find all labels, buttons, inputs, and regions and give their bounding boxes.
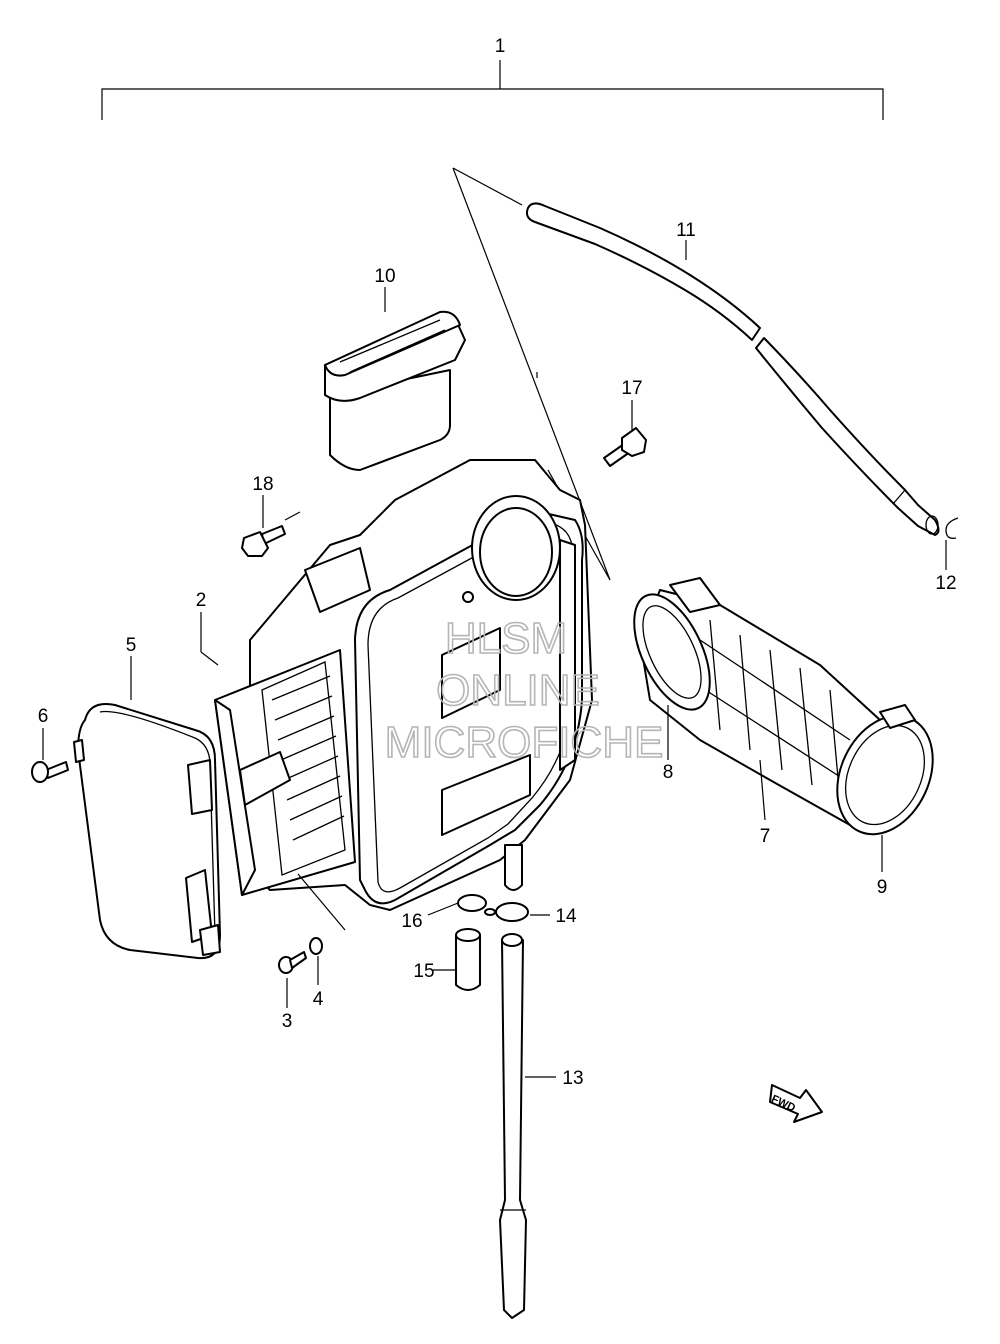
callout-8: 8 bbox=[663, 762, 674, 783]
callout-2: 2 bbox=[196, 590, 207, 611]
callout-12: 12 bbox=[935, 573, 956, 594]
screw-3 bbox=[278, 951, 307, 974]
air-cleaner-box bbox=[214, 459, 593, 911]
callout-18: 18 bbox=[252, 474, 273, 495]
air-cleaner-cover bbox=[77, 703, 221, 960]
watermark-line2: ONLINE bbox=[436, 666, 600, 715]
intake-funnel bbox=[324, 310, 466, 471]
callout-5: 5 bbox=[126, 635, 137, 656]
callout-6: 6 bbox=[38, 706, 49, 727]
intake-boot bbox=[633, 577, 891, 826]
callout-leaders bbox=[42, 240, 947, 1078]
watermark: HLSM ONLINE MICROFICHE bbox=[384, 613, 664, 768]
callout-3: 3 bbox=[282, 1011, 293, 1032]
callout-13: 13 bbox=[562, 1068, 583, 1089]
callout-labels: 1 2 3 4 5 6 7 8 9 10 11 12 13 14 15 16 1… bbox=[38, 36, 957, 1089]
o-ring-14 bbox=[495, 902, 529, 922]
callout-15: 15 bbox=[413, 961, 434, 982]
hose-clip bbox=[945, 517, 959, 539]
drain-tube bbox=[499, 933, 527, 1319]
bolt-18 bbox=[241, 525, 286, 557]
clamp-9 bbox=[836, 704, 934, 836]
callout-16: 16 bbox=[401, 911, 422, 932]
callout-14: 14 bbox=[555, 906, 577, 927]
breather-hose bbox=[525, 202, 940, 536]
watermark-line1: HLSM bbox=[445, 614, 567, 663]
forward-arrow-icon: FWD bbox=[769, 1084, 823, 1123]
callout-4: 4 bbox=[313, 989, 324, 1010]
o-ring-16 bbox=[457, 894, 496, 916]
callout-11: 11 bbox=[676, 220, 696, 241]
callout-9: 9 bbox=[877, 877, 888, 898]
callout-7: 7 bbox=[760, 826, 771, 847]
watermark-line3: MICROFICHE bbox=[385, 718, 664, 767]
callout-1: 1 bbox=[495, 36, 506, 57]
drain-plug bbox=[455, 928, 481, 991]
callout-17: 17 bbox=[621, 378, 642, 399]
washer-4 bbox=[309, 937, 323, 955]
bolt-17 bbox=[603, 427, 647, 467]
callout-10: 10 bbox=[374, 266, 395, 287]
assembly-bracket bbox=[101, 60, 884, 120]
screw-6 bbox=[31, 739, 85, 783]
